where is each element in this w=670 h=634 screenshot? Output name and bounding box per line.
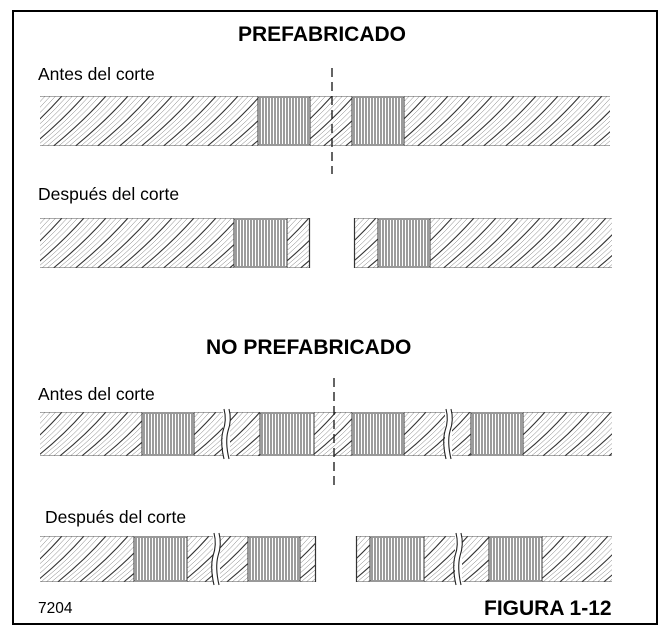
seizing-wrap: [141, 412, 195, 456]
seizing-wrap: [133, 536, 188, 582]
figure-title: FIGURA 1-12: [484, 597, 612, 620]
rope-drawings: [40, 96, 612, 586]
non-prefabricated-title: NO PREFABRICADO: [206, 336, 412, 359]
non-prefabricated-after-cut-label: Después del corte: [45, 507, 187, 527]
prefabricated-after-cut-label: Después del corte: [38, 184, 180, 204]
prefabricated-before-cut-label: Antes del corte: [38, 64, 155, 84]
seizing-wrap: [247, 536, 301, 582]
figure-code: 7204: [38, 600, 73, 617]
rope-strand: [430, 218, 612, 268]
non-prefabricated-rope-after: [40, 532, 612, 586]
seizing-wrap: [351, 96, 405, 146]
rope-strand: [40, 536, 134, 582]
prefabricated-rope-before: [40, 96, 610, 146]
break-symbol: [443, 408, 453, 460]
figure-frame: [12, 10, 658, 625]
non-prefabricated-rope-before: [40, 408, 612, 460]
seizing-wrap: [470, 412, 524, 456]
rope-strand: [287, 218, 310, 268]
break-symbol: [453, 532, 463, 586]
seizing-wrap: [377, 218, 431, 268]
non-prefabricated-before-cut-label: Antes del corte: [38, 384, 155, 404]
seizing-wrap: [259, 412, 315, 456]
rope-strand: [404, 96, 610, 146]
seizing-wrap: [488, 536, 543, 582]
break-symbol: [211, 532, 221, 586]
rope-strand: [314, 412, 352, 456]
rope-strand: [40, 412, 142, 456]
break-symbol: [221, 408, 231, 460]
rope-strand: [40, 96, 258, 146]
prefabricated-rope-after: [40, 218, 612, 268]
seizing-wrap: [369, 536, 425, 582]
seizing-wrap: [233, 218, 288, 268]
seizing-wrap: [351, 412, 405, 456]
rope-strand: [542, 536, 612, 582]
cut-lines: [331, 68, 335, 486]
prefabricated-title: PREFABRICADO: [238, 23, 407, 46]
rope-strand: [40, 218, 234, 268]
rope-strand: [310, 96, 352, 146]
rope-strand: [523, 412, 612, 456]
seizing-wrap: [257, 96, 311, 146]
